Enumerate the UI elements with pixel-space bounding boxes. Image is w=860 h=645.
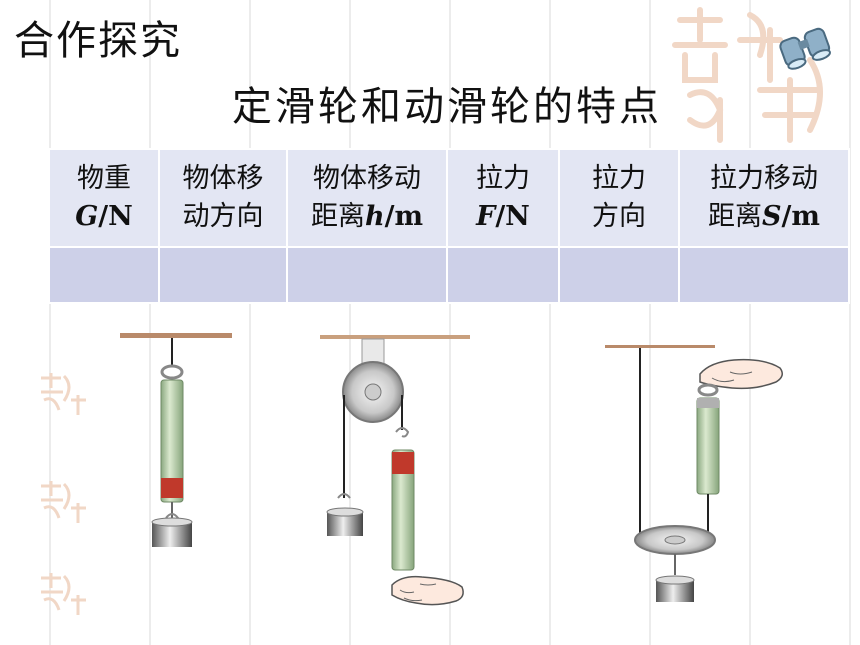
seal-watermark [41, 373, 86, 415]
direct-weighing-setup [120, 333, 232, 547]
prefix: 距离 [708, 201, 763, 232]
spring-scale-icon [696, 397, 720, 495]
table-cell[interactable] [678, 246, 850, 304]
header-line: 距离h/m [288, 198, 446, 236]
header-line: 动方向 [182, 201, 264, 232]
symbol: G [75, 201, 99, 232]
table-header-row: 物重 G/N 物体移 动方向 物体移动 距离h/m 拉力 F/N 拉力 方向 拉… [48, 148, 850, 248]
header-line: 物重 [77, 163, 131, 194]
header-cell-force-direction: 拉力 方向 [558, 148, 680, 248]
hand-icon [391, 575, 464, 606]
table-cell[interactable] [48, 246, 160, 304]
table-cell[interactable] [158, 246, 288, 304]
seal-watermark [672, 7, 823, 143]
page-subtitle: 定滑轮和动滑轮的特点 [232, 84, 662, 130]
symbol: F [476, 201, 496, 232]
seal-watermark [41, 481, 86, 523]
table-row [48, 246, 850, 304]
page-title: 合作探究 [14, 18, 182, 64]
header-cell-force-distance: 拉力移动 距离S/m [678, 148, 850, 248]
movable-pulley-setup [605, 345, 783, 602]
header-line: 距离S/m [680, 198, 848, 236]
table-cell[interactable] [286, 246, 448, 304]
unit: /m [781, 201, 820, 232]
symbol: h [364, 201, 385, 232]
header-line: 拉力移动 [710, 163, 818, 194]
table-cell[interactable] [446, 246, 560, 304]
header-cell-object-direction: 物体移 动方向 [158, 148, 288, 248]
header-cell-force: 拉力 F/N [446, 148, 560, 248]
seal-watermark [41, 573, 86, 615]
table-cell[interactable] [558, 246, 680, 304]
unit: /m [384, 201, 424, 232]
unit: /N [98, 201, 133, 232]
header-line: F/N [448, 198, 558, 236]
header-cell-object-distance: 物体移动 距离h/m [286, 148, 448, 248]
symbol: S [762, 201, 782, 232]
ceiling-bar [120, 333, 232, 338]
header-line: 拉力 [476, 163, 530, 194]
header-line: 物体移 [182, 163, 264, 194]
unit: /N [495, 201, 530, 232]
header-line: G/N [50, 198, 158, 236]
header-line: 拉力 [592, 163, 646, 194]
spring-scale-icon [391, 449, 415, 571]
pulley-data-table: 物重 G/N 物体移 动方向 物体移动 距离h/m 拉力 F/N 拉力 方向 拉… [48, 148, 850, 304]
ceiling-bar [605, 345, 715, 348]
weight-icon [656, 580, 694, 602]
pulley-apparatus-illustration [120, 333, 783, 606]
header-cell-weight: 物重 G/N [48, 148, 160, 248]
header-line: 方向 [592, 201, 646, 232]
prefix: 距离 [310, 201, 365, 232]
header-line: 物体移动 [313, 163, 421, 194]
binoculars-icon [779, 27, 831, 70]
ceiling-bar [320, 335, 470, 339]
fixed-pulley-setup [320, 335, 470, 606]
